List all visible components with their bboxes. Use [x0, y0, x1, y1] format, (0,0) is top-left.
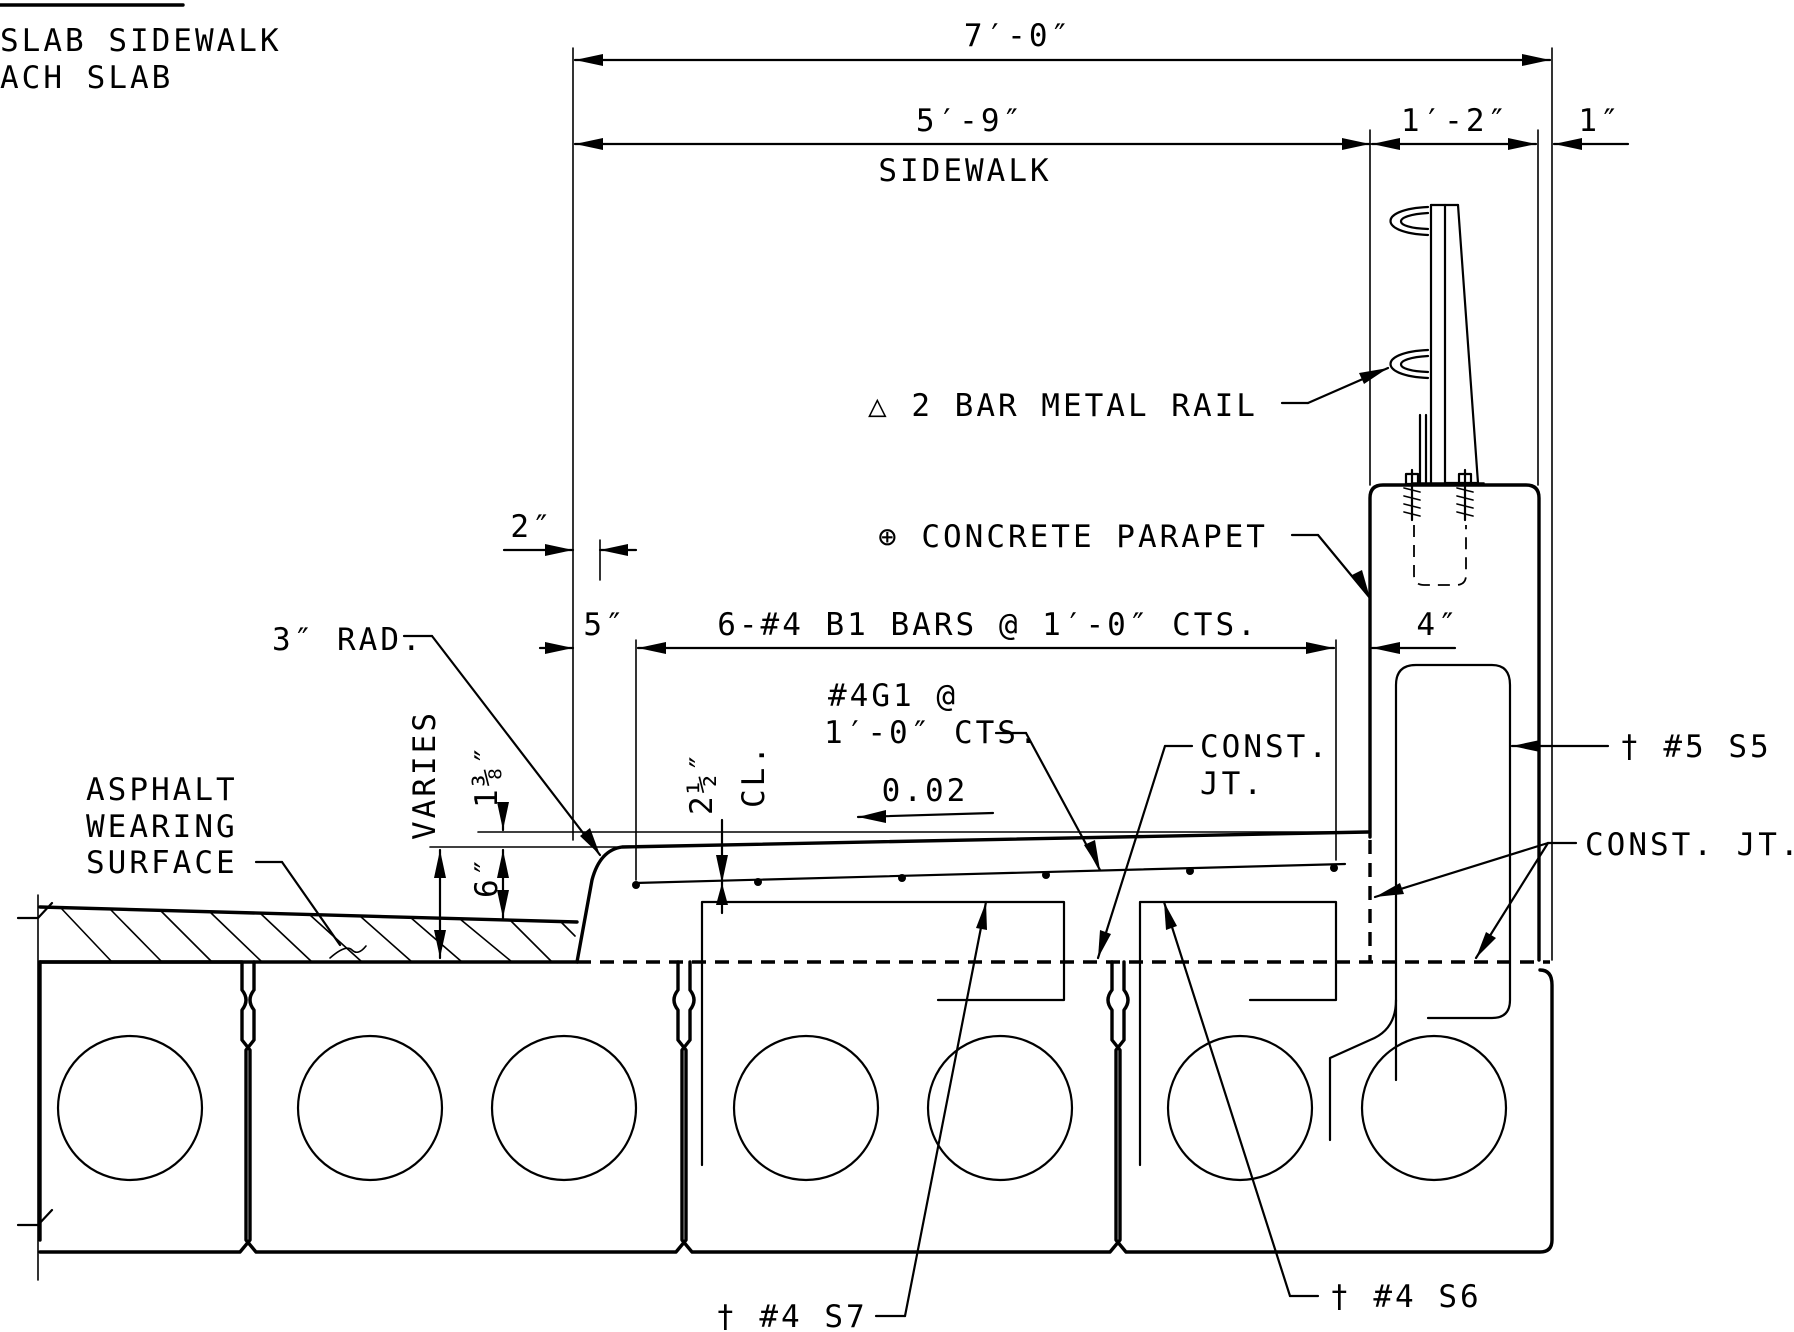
s5-callout: † #5 S5 — [1510, 729, 1772, 765]
header-line-1: SLAB SIDEWALK — [0, 23, 282, 59]
sidewalk-dimension-text: 5′-9″ — [916, 103, 1024, 139]
sidewalk-dimension: 5′-9″ SIDEWALK — [573, 103, 1372, 189]
s6-callout: † #4 S6 — [1162, 900, 1482, 1315]
edge-dimension-text: 1″ — [1578, 103, 1621, 139]
parapet-inset-dimension: 4″ — [1370, 607, 1459, 654]
overall-dimension: 7′-0″ — [572, 18, 1553, 961]
slab-units — [16, 894, 1554, 1281]
cover-text: 2½″ — [684, 750, 720, 815]
s7-stirrup — [700, 900, 1066, 1167]
cl-text: CL. — [736, 743, 772, 808]
s5-stirrup — [1328, 663, 1512, 1142]
const-jt-callout-b: CONST. JT. — [1373, 827, 1794, 960]
header-line-2: ACH SLAB — [0, 60, 173, 96]
s7-callout: † #4 S7 — [716, 900, 988, 1332]
s7-label: † #4 S7 — [716, 1299, 868, 1332]
s6-label: † #4 S6 — [1330, 1279, 1482, 1315]
const-jt-a-line-2: JT. — [1200, 766, 1265, 802]
s6-stirrup — [1138, 900, 1338, 1167]
asphalt-label-line-1: ASPHALT — [86, 772, 238, 808]
parapet-dimension-text: 1′-2″ — [1401, 103, 1509, 139]
const-jt-b-label: CONST. JT. — [1585, 827, 1794, 863]
asphalt-label-line-2: WEARING — [86, 809, 238, 845]
slope-indicator: 0.02 — [856, 773, 995, 823]
thickness-1-text: 1⅜″ — [469, 743, 505, 808]
radius-label: 3″ RAD. — [272, 622, 424, 658]
bar-start-dimension: 5″ — [538, 607, 637, 881]
b1-bars — [632, 864, 1338, 889]
rail-anchor-bolts — [1403, 468, 1474, 586]
b1-bars-dimension: 6-#4 B1 BARS @ 1′-0″ CTS. — [636, 607, 1337, 861]
edge-dimension: 1″ — [1552, 103, 1630, 150]
b1-bars-label: 6-#4 B1 BARS @ 1′-0″ CTS. — [717, 607, 1259, 643]
overall-dimension-text: 7′-0″ — [964, 18, 1072, 54]
slope-text: 0.02 — [882, 773, 969, 809]
radius-callout: 3″ RAD. — [272, 622, 602, 857]
parapet-dimension: 1′-2″ — [1369, 103, 1539, 486]
rail-callout: △ 2 BAR METAL RAIL — [868, 366, 1390, 424]
thickness-2-text: 6″ — [469, 855, 505, 898]
const-jt-callout-a: CONST. JT. — [1096, 729, 1330, 960]
curb-offset-dimension: 2″ — [502, 509, 638, 581]
thickness-dimensions — [429, 802, 1369, 960]
varies-label: VARIES — [407, 710, 443, 840]
parapet-callout: ⊕ CONCRETE PARAPET — [878, 519, 1372, 600]
g1-label-line-1: #4G1 @ — [828, 678, 958, 714]
rail-label: △ 2 BAR METAL RAIL — [868, 388, 1258, 424]
parapet-inset-text: 4″ — [1416, 607, 1459, 643]
concrete-parapet — [1368, 483, 1541, 962]
bar-start-text: 5″ — [583, 607, 626, 643]
asphalt-wearing-surface — [38, 905, 579, 964]
metal-rail — [1389, 203, 1485, 485]
curb-offset-text: 2″ — [510, 509, 553, 545]
s5-label: † #5 S5 — [1620, 729, 1772, 765]
const-jt-a-line-1: CONST. — [1200, 729, 1330, 765]
parapet-label: ⊕ CONCRETE PARAPET — [878, 519, 1268, 555]
asphalt-label-line-3: SURFACE — [86, 845, 238, 881]
g1-callout: #4G1 @ 1′-0″ CTS. — [824, 678, 1102, 872]
sidewalk-label: SIDEWALK — [878, 153, 1051, 189]
asphalt-callout: ASPHALT WEARING SURFACE — [86, 772, 342, 947]
